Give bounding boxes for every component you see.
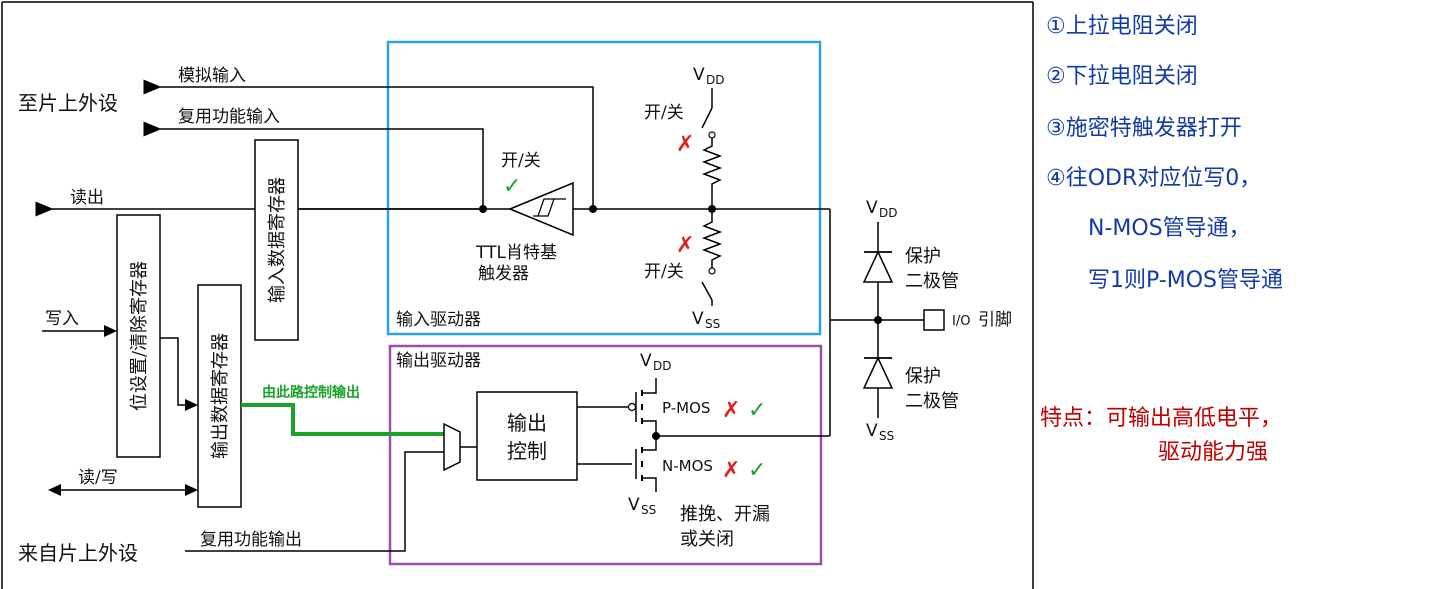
input-driver-label: 输入驱动器 [396,310,481,330]
output-mux [443,422,461,472]
pmos-label: P-MOS [662,399,710,417]
svg-text:V: V [640,351,652,371]
vdd-top-label: V DD [693,65,724,87]
nmos-label: N-MOS [662,457,713,475]
note-schmitt-on: ③施密特触发器打开 [1046,116,1242,141]
junction-dot [589,205,597,213]
pull-down-resistor [701,209,723,268]
push-pull-label-1: 推挽、开漏 [680,504,770,525]
bit-set-reset-register-label: 位设置/清除寄存器 [129,261,150,411]
io-pin [923,309,945,331]
schmitt-check-icon: ✓ [503,174,521,199]
svg-text:SS: SS [641,503,656,517]
input-data-register [254,139,299,341]
feature-line-1: 特点：可输出高低电平， [1040,406,1283,431]
pull-down-on-off-label: 开/关 [644,262,684,282]
svg-text:DD: DD [653,359,671,373]
protection-diode-bottom [862,320,894,418]
alt-func-output-label: 复用功能输出 [200,530,302,550]
green-control-path [241,403,444,436]
svg-text:DD: DD [706,73,724,87]
pull-up-on-off-label: 开/关 [644,103,684,123]
ttl-schmitt-label-1: TTL肖特基 [475,243,557,263]
write-in-wire [42,325,117,337]
pull-down-switch [701,267,716,306]
alt-func-output-wire [185,451,444,552]
output-control-label-1: 输出 [507,411,547,435]
output-driver-label: 输出驱动器 [396,351,481,371]
protect-diode-top-label-2: 二极管 [905,271,959,292]
pull-down-cross-icon: ✗ [676,233,694,258]
pull-up-resistor [701,138,723,209]
ttl-schmitt-label-2: 触发器 [478,264,529,284]
nmos-transistor [577,436,657,492]
note-nmos-conduct: N-MOS管导通， [1088,216,1251,241]
ttl-schmitt-trigger [508,181,574,237]
svg-text:V: V [866,421,878,441]
vss-pulldown-label: V SS [692,309,720,331]
vss-nmos-label: V SS [628,495,656,517]
note-pmos-conduct: 写1则P-MOS管导通 [1088,268,1283,293]
svg-text:V: V [693,65,705,85]
io-pin-prefix: I/O [952,314,970,329]
protect-diode-top-label-1: 保护 [905,246,941,267]
diagram-frame [1,1,1034,589]
svg-text:V: V [692,309,704,329]
nmos-cross-icon: ✗ [722,458,740,483]
input-data-register-label: 输入数据寄存器 [267,177,288,303]
pull-up-switch [701,88,716,139]
vss-diode-label: V SS [866,421,894,443]
read-out-label: 读出 [70,188,104,208]
output-driver-box [388,344,823,566]
svg-text:SS: SS [705,317,720,331]
output-control-label-2: 控制 [507,439,547,463]
read-write-label: 读/写 [78,468,118,488]
pmos-cross-icon: ✗ [722,398,740,423]
output-data-register-label: 输出数据寄存器 [210,333,231,459]
bit-set-reset-register [116,214,161,458]
output-data-register [197,284,242,508]
push-pull-label-2: 或关闭 [680,529,734,550]
alt-func-input-label: 复用功能输入 [178,107,280,127]
output-control-block [476,391,578,481]
nmos-check-icon: ✓ [748,458,766,483]
alt-func-input-wire [143,121,484,209]
schmitt-on-off-label: 开/关 [501,151,541,171]
from-onchip-peripheral-label: 来自片上外设 [18,541,138,565]
read-write-wire [48,484,198,496]
note-pull-down-off: ②下拉电阻关闭 [1046,64,1198,89]
pull-up-cross-icon: ✗ [676,132,694,157]
protect-diode-bottom-label-1: 保护 [905,366,941,387]
note-odr-write-0: ④往ODR对应位写0， [1046,166,1262,191]
input-driver-box [386,40,822,336]
feature-line-2: 驱动能力强 [1158,440,1269,465]
protect-diode-bottom-label-2: 二极管 [905,391,959,412]
svg-text:V: V [866,198,878,218]
pmos-transistor [577,378,657,436]
analog-input-label: 模拟输入 [178,66,246,86]
svg-text:V: V [628,495,640,515]
green-path-label: 由此路控制输出 [262,384,360,401]
protection-diode-top [862,222,894,320]
vdd-diode-label: V DD [866,198,897,220]
junction-dot [479,205,487,213]
pmos-check-icon: ✓ [748,398,766,423]
to-onchip-peripheral-label: 至片上外设 [18,91,118,115]
set-reset-to-odr-wire [160,337,198,411]
svg-text:SS: SS [879,429,894,443]
io-pin-label: 引脚 [978,310,1012,330]
write-in-label: 写入 [45,309,79,329]
svg-text:DD: DD [879,206,897,220]
analog-input-wire [143,79,594,209]
note-pull-up-off: ①上拉电阻关闭 [1046,14,1198,39]
vdd-pmos-label: V DD [640,351,671,373]
